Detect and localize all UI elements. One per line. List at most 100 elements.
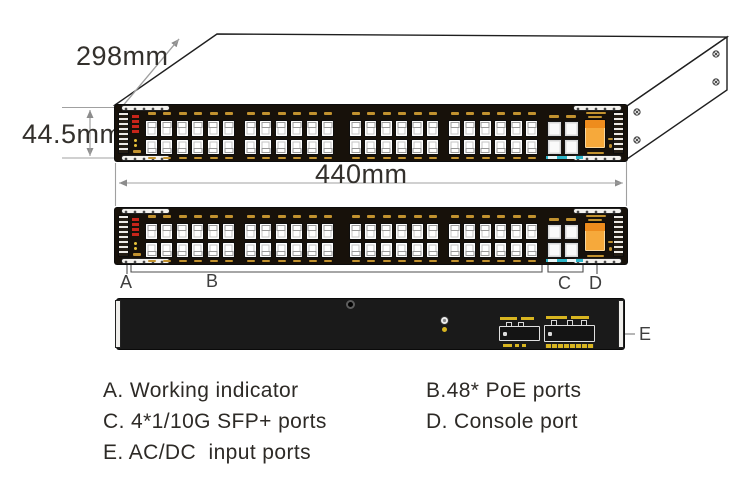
rj45-poe-port: [160, 138, 174, 155]
rj45-poe-port: [349, 241, 362, 258]
sfp-indicator-tag: [548, 155, 557, 159]
callout-c-sfp-ports: C: [558, 273, 571, 293]
port-number-mark: [247, 112, 255, 115]
port-number-mark: [497, 156, 506, 159]
side-screws: [633, 50, 720, 144]
port-number-mark: [209, 215, 218, 218]
rj45-poe-port: [509, 241, 523, 258]
mount-flange: [573, 208, 622, 214]
sfp-plus-port: [547, 139, 562, 155]
sfp-indicator-bar: [546, 156, 583, 159]
rj45-poe-port: [305, 223, 319, 240]
callout-e-input-ports: E: [639, 324, 652, 344]
port-number-mark: [148, 215, 156, 218]
dc-label-bar: [545, 344, 594, 348]
rj45-poe-port: [244, 120, 257, 137]
port-number-mark: [352, 112, 360, 115]
working-indicator-label: [132, 218, 139, 238]
port-number-mark: [247, 259, 255, 262]
rj45-poe-port: [478, 241, 492, 258]
console-label-mark: [588, 218, 602, 221]
port-number-mark: [293, 112, 302, 115]
indicator-mark: [133, 150, 141, 153]
dc-terminal-pin: [581, 320, 587, 325]
rj45-poe-port: [395, 223, 409, 240]
console-side-led: [608, 247, 612, 251]
rj45-poe-port: [259, 241, 273, 258]
rj45-poe-port: [463, 223, 477, 240]
rj45-poe-port: [525, 138, 538, 155]
rj45-poe-port: [395, 241, 409, 258]
port-number-mark: [209, 112, 218, 115]
rj45-poe-port: [426, 138, 439, 155]
rj45-poe-port: [321, 138, 334, 155]
port-number-mark: [194, 259, 203, 262]
port-number-mark: [178, 215, 187, 218]
port-number-mark: [382, 112, 391, 115]
port-number-mark: [163, 156, 172, 159]
console-bottom-mark: [587, 152, 604, 154]
port-number-mark: [382, 215, 391, 218]
port-number-mark: [148, 156, 156, 159]
rj45-poe-port: [274, 223, 288, 240]
port-number-mark: [262, 259, 271, 262]
port-number-mark: [178, 112, 187, 115]
rj45-poe-port: [525, 241, 538, 258]
rj45-poe-port: [290, 241, 304, 258]
rj45-poe-port: [175, 241, 189, 258]
port-number-mark: [308, 156, 317, 159]
rj45-poe-port: [145, 138, 158, 155]
rj45-poe-port: [305, 120, 319, 137]
dc-input-terminal: [544, 325, 595, 342]
rack-ear-left: [118, 112, 129, 154]
port-number-mark: [497, 112, 506, 115]
sfp-plus-port: [564, 139, 579, 155]
callout-leader-lines: [126, 265, 635, 335]
ac-label-marks: [500, 317, 517, 320]
port-number-mark: [262, 215, 271, 218]
working-indicator-led: [134, 247, 137, 250]
port-number-mark: [413, 259, 422, 262]
port-number-mark: [148, 259, 156, 262]
rj45-poe-port: [395, 120, 409, 137]
port-number-mark: [398, 156, 407, 159]
port-number-mark: [352, 156, 360, 159]
sfp-plus-port: [564, 121, 579, 137]
port-number-mark: [367, 156, 376, 159]
port-number-mark: [194, 112, 203, 115]
rj45-poe-port: [463, 138, 477, 155]
console-port-cap: [585, 223, 605, 231]
rj45-poe-port: [274, 241, 288, 258]
console-label-mark: [588, 115, 602, 118]
ac-terminal-pin: [506, 322, 512, 327]
port-number-mark: [148, 112, 156, 115]
ac-input-terminal: [499, 326, 540, 341]
indicator-mark: [133, 253, 141, 256]
console-label-mark: [586, 111, 606, 114]
callout-b-poe-ports: B: [206, 271, 219, 291]
rj45-poe-port: [395, 138, 409, 155]
rj45-poe-port: [160, 120, 174, 137]
port-number-mark: [481, 259, 490, 262]
mount-flange: [121, 105, 170, 111]
ac-label-marks: [503, 344, 512, 347]
port-number-mark: [225, 259, 233, 262]
rj45-poe-port: [222, 120, 235, 137]
rj45-poe-port: [222, 223, 235, 240]
rj45-poe-port: [494, 138, 508, 155]
front-panel-isometric-view: [115, 105, 627, 161]
console-bottom-mark: [587, 255, 604, 257]
port-number-mark: [163, 215, 172, 218]
port-number-mark: [293, 215, 302, 218]
width-dimension-arrow: [114, 162, 628, 206]
port-number-mark: [398, 215, 407, 218]
rj45-poe-port: [244, 223, 257, 240]
rj45-poe-port: [478, 120, 492, 137]
rj45-poe-port: [290, 120, 304, 137]
rear-right-end-cap: [618, 300, 624, 348]
port-number-mark: [429, 215, 437, 218]
rj45-poe-port: [379, 223, 393, 240]
rj45-poe-port: [244, 241, 257, 258]
dc-label-marks: [571, 316, 589, 319]
rj45-poe-port: [509, 120, 523, 137]
